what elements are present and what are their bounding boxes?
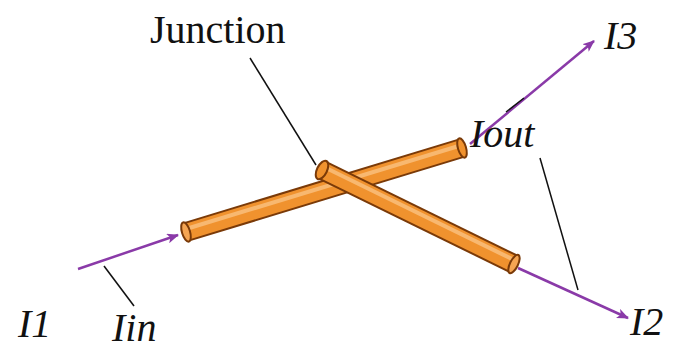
current-arrow: [518, 268, 628, 318]
branch-wire: [313, 159, 522, 275]
current-label: Iin: [112, 306, 156, 350]
leader-lines: [104, 58, 578, 306]
current-label: I2: [630, 300, 663, 344]
current-label: Iout: [470, 112, 534, 156]
junction-label: Junction: [150, 8, 286, 52]
current-label: I1: [18, 302, 51, 346]
current-arrow: [78, 235, 178, 269]
current-label: I3: [604, 14, 637, 58]
